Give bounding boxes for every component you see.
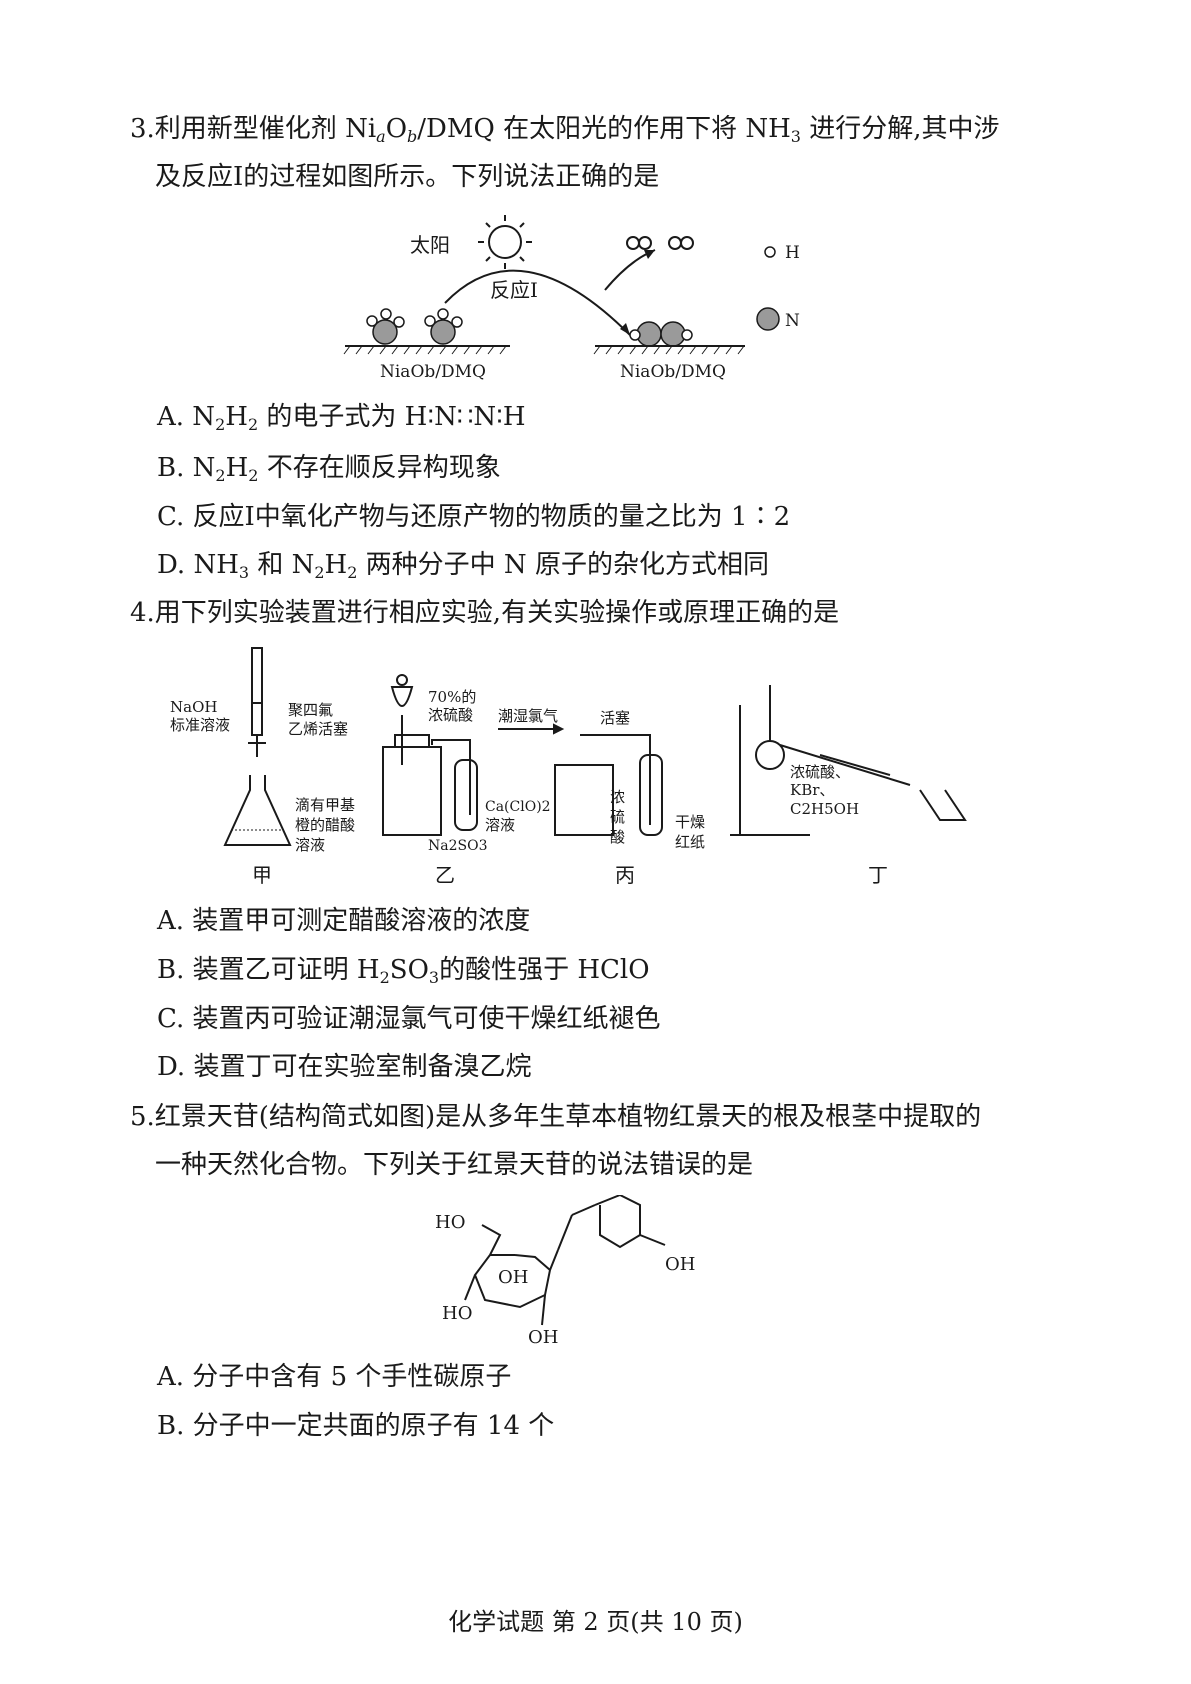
sun-icon xyxy=(478,215,532,269)
q5-stem-line1: 5.红景天苷(结构简式如图)是从多年生草本植物红景天的根及根茎中提取的 xyxy=(130,1102,982,1132)
q3-legend-n: N xyxy=(785,311,800,331)
apparatus-bing-icon xyxy=(498,723,663,836)
svg-text:C2H5OH: C2H5OH xyxy=(790,800,859,818)
q4-caption-bing: 丙 xyxy=(615,863,635,887)
svg-text:乙烯活塞: 乙烯活塞 xyxy=(288,720,348,738)
svg-text:聚四氟: 聚四氟 xyxy=(288,701,333,719)
page-footer: 化学试题 第 2 页(共 10 页) xyxy=(448,1608,743,1636)
q5-option-b: B. 分子中一定共面的原子有 14 个 xyxy=(157,1411,555,1441)
nh3-molecules-icon xyxy=(366,308,693,347)
svg-text:NaOH: NaOH xyxy=(170,698,217,716)
q3-stem-line1: 3.利用新型催化剂 NiaOb/DMQ 在太阳光的作用下将 NH3 进行分解,其… xyxy=(130,114,1000,146)
q4-caption-jia: 甲 xyxy=(252,863,272,887)
svg-text:KBr、: KBr、 xyxy=(790,781,834,799)
q3-reaction-label: 反应Ⅰ xyxy=(490,278,538,302)
q4-option-a: A. 装置甲可测定醋酸溶液的浓度 xyxy=(157,906,531,936)
q5-structure: HO OH HO OH OH xyxy=(435,1195,695,1348)
q4-option-d: D. 装置丁可在实验室制备溴乙烷 xyxy=(157,1052,532,1082)
h-atom-legend-icon xyxy=(764,246,776,258)
q3-legend-h: H xyxy=(785,243,800,263)
q3-option-c: C. 反应Ⅰ中氧化产物与还原产物的物质的量之比为 1∶2 xyxy=(157,502,791,532)
q5-stem-line2: 一种天然化合物。下列关于红景天苷的说法错误的是 xyxy=(155,1150,754,1180)
svg-text:滴有甲基: 滴有甲基 xyxy=(295,796,355,814)
apparatus-ding-icon xyxy=(730,685,967,836)
q4-option-b: B. 装置乙可证明 H2SO3的酸性强于 HClO xyxy=(157,955,650,987)
svg-text:Ca(ClO)2: Ca(ClO)2 xyxy=(485,799,551,815)
q4-figure: NaOH 标准溶液 聚四氟 乙烯活塞 滴有甲基 橙的醋酸 溶液 甲 70%的 浓… xyxy=(170,647,967,887)
q4-option-c: C. 装置丙可验证潮湿氯气可使干燥红纸褪色 xyxy=(157,1004,661,1034)
svg-text:硫: 硫 xyxy=(610,808,625,826)
h2-molecules-icon xyxy=(626,236,694,250)
svg-text:橙的醋酸: 橙的醋酸 xyxy=(295,816,355,834)
apparatus-jia-icon xyxy=(223,647,292,846)
svg-text:HO: HO xyxy=(442,1303,472,1324)
q3-sun-label: 太阳 xyxy=(410,233,450,257)
svg-text:红纸: 红纸 xyxy=(675,833,705,851)
q4-caption-yi: 乙 xyxy=(435,863,455,887)
svg-text:OH: OH xyxy=(528,1327,558,1348)
apparatus-yi-icon xyxy=(382,674,478,836)
q3-option-d: D. NH3 和 N2H2 两种分子中 N 原子的杂化方式相同 xyxy=(157,550,769,582)
svg-text:溶液: 溶液 xyxy=(295,836,325,854)
svg-text:浓: 浓 xyxy=(610,788,625,806)
q5-option-a: A. 分子中含有 5 个手性碳原子 xyxy=(157,1362,512,1392)
svg-text:活塞: 活塞 xyxy=(600,709,630,727)
svg-text:浓硫酸、: 浓硫酸、 xyxy=(790,763,850,781)
q3-option-b: B. N2H2 不存在顺反异构现象 xyxy=(157,453,501,485)
q3-surface-right: NiaOb/DMQ xyxy=(620,362,726,382)
svg-text:70%的: 70%的 xyxy=(428,688,476,706)
reaction-arrow-icon xyxy=(444,269,631,336)
svg-text:溶液: 溶液 xyxy=(485,816,515,834)
n-atom-legend-icon xyxy=(756,307,780,331)
svg-text:干燥: 干燥 xyxy=(675,813,705,831)
svg-text:浓硫酸: 浓硫酸 xyxy=(428,706,473,724)
q4-caption-ding: 丁 xyxy=(868,863,888,887)
svg-text:Na2SO3: Na2SO3 xyxy=(428,838,487,854)
svg-text:OH: OH xyxy=(665,1254,695,1275)
svg-text:HO: HO xyxy=(435,1212,465,1233)
q3-option-a: A. N2H2 的电子式为 H∶N∷N∶H xyxy=(157,402,526,434)
q3-figure: 太阳 反应Ⅰ NiaOb/DMQ NiaOb/DMQ H N xyxy=(343,215,800,382)
svg-text:标准溶液: 标准溶液 xyxy=(170,716,230,734)
q3-surface-left: NiaOb/DMQ xyxy=(380,362,486,382)
catalyst-surface-icon xyxy=(343,345,745,355)
q4-stem: 4.用下列实验装置进行相应实验,有关实验操作或原理正确的是 xyxy=(130,598,840,628)
q3-stem-line2: 及反应Ⅰ的过程如图所示。下列说法正确的是 xyxy=(155,162,660,192)
svg-text:OH: OH xyxy=(498,1267,528,1288)
svg-text:酸: 酸 xyxy=(610,828,625,846)
svg-text:潮湿氯气: 潮湿氯气 xyxy=(498,707,558,725)
